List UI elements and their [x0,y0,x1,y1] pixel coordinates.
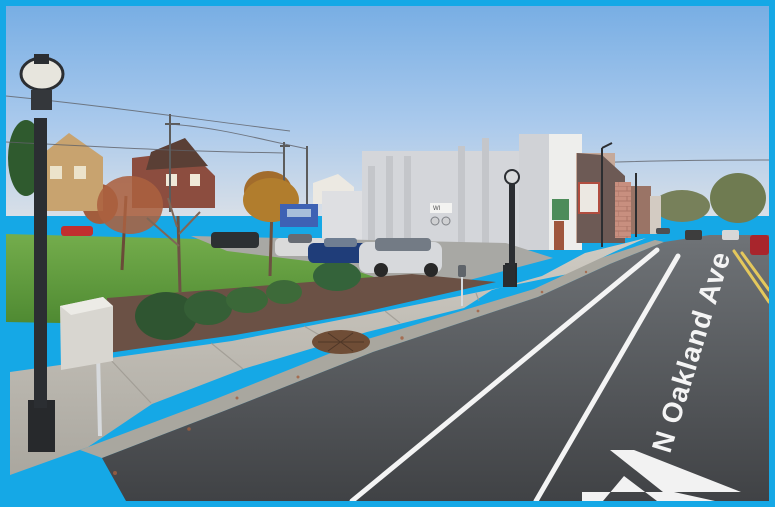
manhole-pattern [318,332,364,352]
curb [80,240,664,458]
park-trees [97,176,299,293]
lane-markings [349,247,769,501]
parked-cars [61,204,442,277]
left-street-lamp [19,54,65,452]
svg-text:WI: WI [433,206,441,212]
sidewalk-joints [108,292,480,404]
distant-traffic [656,228,769,255]
shrubs [135,261,361,340]
street-scene-svg: WI [6,6,769,501]
road [102,235,769,501]
bike-lane-arrow [582,450,741,501]
fallen-leaves [113,270,588,475]
distant-street-lamp [601,142,637,247]
trash-can [503,265,515,287]
street-scene: WI [6,6,769,501]
sidewalk [10,238,646,475]
utility-box [60,297,113,370]
